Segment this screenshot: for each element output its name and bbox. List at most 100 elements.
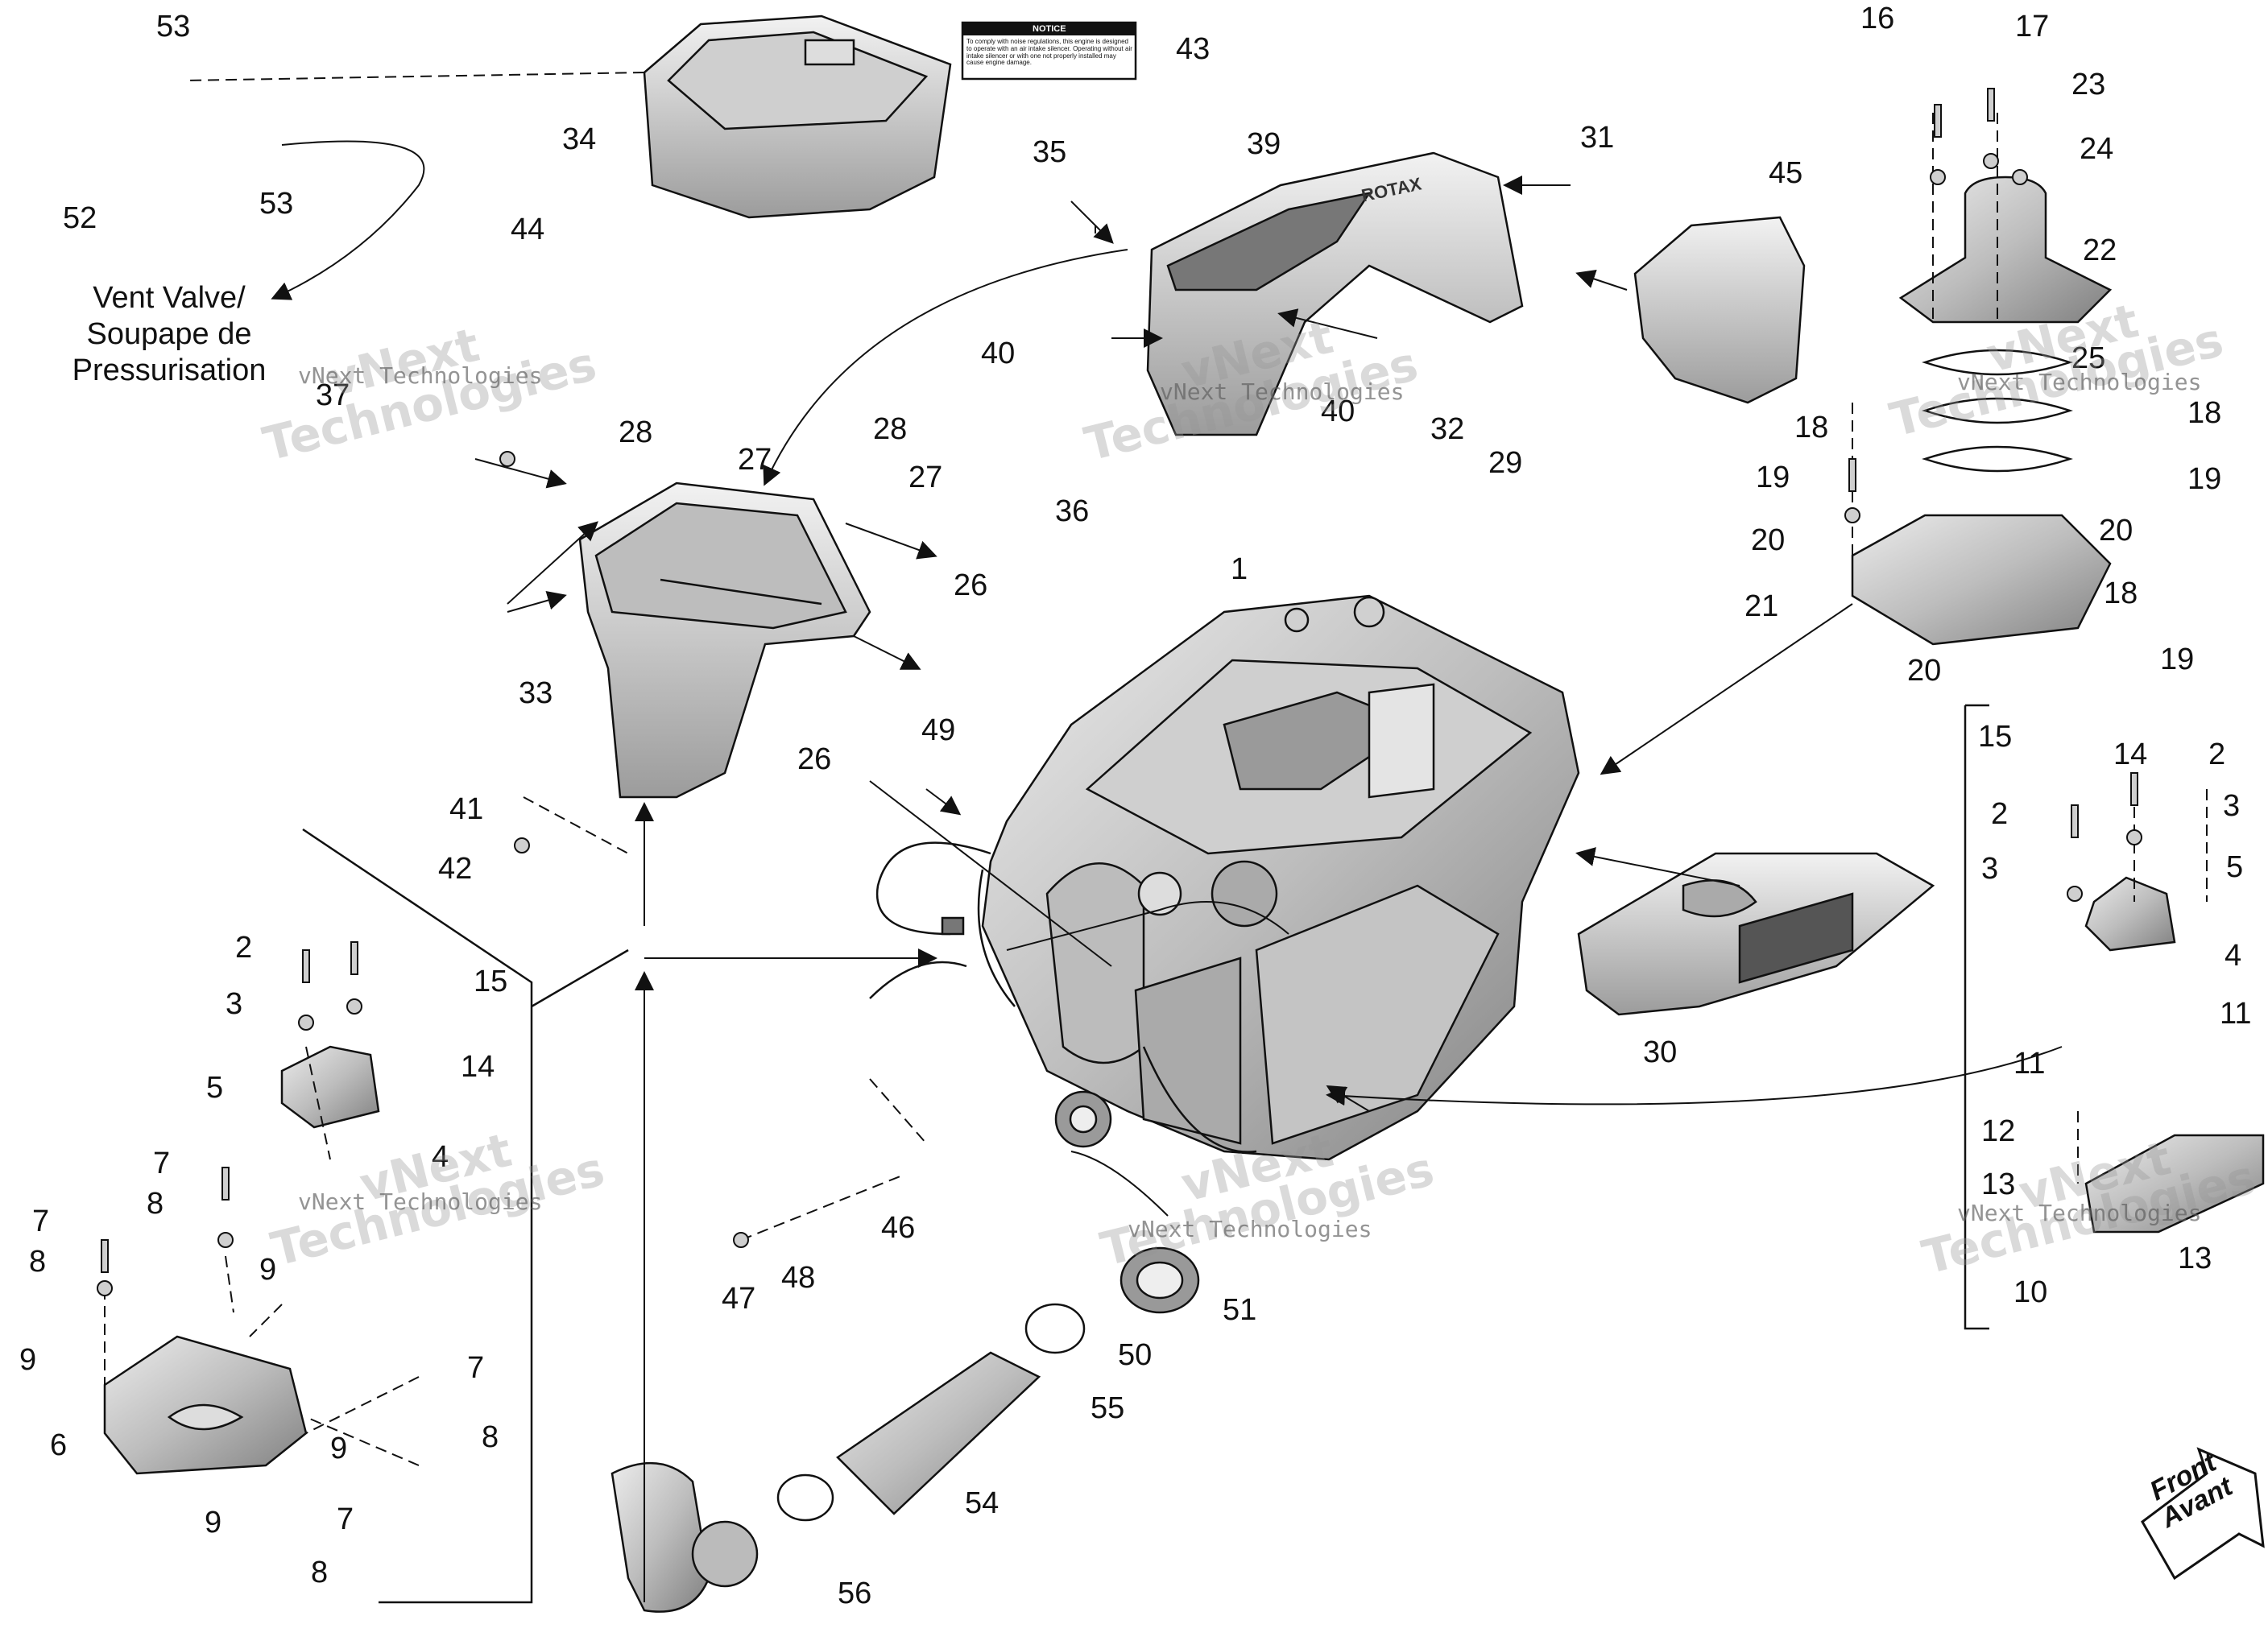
callout-20c: 20 xyxy=(1907,654,1942,688)
callout-18c: 18 xyxy=(2104,577,2138,610)
fasteners xyxy=(97,88,2142,1296)
callout-8b: 8 xyxy=(29,1245,47,1279)
callout-21: 21 xyxy=(1744,589,1779,623)
callout-24: 24 xyxy=(2080,132,2114,166)
callout-3b: 3 xyxy=(2223,789,2241,823)
callout-15b: 15 xyxy=(1978,720,2013,754)
engine-mount-rear-right xyxy=(1851,176,2113,646)
callout-7: 7 xyxy=(153,1147,171,1180)
heat-shield xyxy=(1577,852,1935,1016)
callout-20: 20 xyxy=(1751,523,1786,557)
callout-12: 12 xyxy=(1981,1114,2016,1148)
callout-47: 47 xyxy=(722,1282,756,1316)
callout-34: 34 xyxy=(562,122,597,156)
callout-2: 2 xyxy=(235,931,253,965)
vent-valve-fr1: Soupape de xyxy=(86,316,252,351)
callout-19c: 19 xyxy=(2160,643,2195,676)
callout-53b: 53 xyxy=(259,187,294,221)
leader-lines xyxy=(104,72,2208,1602)
callout-15: 15 xyxy=(474,965,508,998)
callout-5b: 5 xyxy=(2226,850,2244,884)
engine-mount-front-right xyxy=(2084,876,2265,1234)
callout-28b: 28 xyxy=(873,412,908,446)
callout-35: 35 xyxy=(1033,135,1067,169)
callout-44: 44 xyxy=(511,213,545,246)
callout-7d: 7 xyxy=(337,1502,354,1536)
callout-9c: 9 xyxy=(330,1432,348,1465)
vent-valve-label: Vent Valve/ Soupape de Pressurisation xyxy=(48,280,290,388)
callout-4b: 4 xyxy=(2225,939,2242,973)
callout-27: 27 xyxy=(738,443,772,477)
callout-40b: 40 xyxy=(1321,395,1355,428)
callout-4: 4 xyxy=(432,1140,449,1174)
callout-6: 6 xyxy=(50,1428,68,1462)
callout-23: 23 xyxy=(2071,68,2106,101)
callout-30: 30 xyxy=(1643,1035,1678,1069)
callout-8: 8 xyxy=(147,1187,164,1221)
callout-11: 11 xyxy=(2013,1047,2046,1081)
callout-5: 5 xyxy=(206,1071,224,1105)
callout-19: 19 xyxy=(1756,461,1790,494)
callout-9d: 9 xyxy=(205,1506,222,1539)
notice-title: NOTICE xyxy=(1033,24,1066,34)
callout-7c: 7 xyxy=(467,1351,485,1385)
callout-11b: 11 xyxy=(2220,997,2252,1031)
callout-3: 3 xyxy=(226,987,243,1021)
callout-18: 18 xyxy=(1794,411,1829,444)
frame-lines xyxy=(302,704,1989,1604)
intake-silencer-base xyxy=(578,481,871,799)
callout-2c: 2 xyxy=(1991,797,2009,831)
callout-37: 37 xyxy=(316,378,350,412)
callout-39: 39 xyxy=(1247,127,1281,161)
callout-51: 51 xyxy=(1223,1293,1257,1327)
callout-31: 31 xyxy=(1580,121,1615,155)
engine-mount-front-left xyxy=(103,1045,380,1475)
callout-56: 56 xyxy=(838,1577,872,1610)
callout-29: 29 xyxy=(1488,446,1523,480)
callout-49: 49 xyxy=(921,713,956,747)
callout-48: 48 xyxy=(781,1261,816,1295)
callout-8c: 8 xyxy=(482,1420,499,1454)
callout-18b: 18 xyxy=(2187,396,2222,430)
callout-42: 42 xyxy=(438,852,473,886)
callout-9: 9 xyxy=(259,1253,277,1287)
front-arrow xyxy=(2141,1447,2265,1581)
callout-13: 13 xyxy=(1981,1168,2016,1201)
callout-46: 46 xyxy=(881,1211,916,1245)
callout-17: 17 xyxy=(2015,10,2050,43)
callout-9b: 9 xyxy=(19,1343,37,1377)
vent-valve-en: Vent Valve/ xyxy=(93,281,246,315)
callout-52: 52 xyxy=(63,201,97,235)
callout-14b: 14 xyxy=(2113,738,2148,771)
callout-26: 26 xyxy=(954,568,988,602)
callout-26b: 26 xyxy=(797,742,832,776)
engine-cover xyxy=(1146,151,1524,436)
vent-valve-fr2: Pressurisation xyxy=(72,353,267,387)
callout-41: 41 xyxy=(449,792,484,826)
callout-32: 32 xyxy=(1430,412,1465,446)
callout-19b: 19 xyxy=(2187,462,2222,496)
callout-45: 45 xyxy=(1769,156,1803,190)
callout-7b: 7 xyxy=(32,1205,50,1238)
notice-label-43 xyxy=(961,21,1137,81)
callout-3c: 3 xyxy=(1981,852,1999,886)
callout-13b: 13 xyxy=(2178,1242,2212,1275)
air-ducts xyxy=(610,1246,1200,1613)
callout-2b: 2 xyxy=(2208,738,2226,771)
callout-20b: 20 xyxy=(2099,514,2133,548)
callout-55: 55 xyxy=(1091,1391,1125,1425)
callout-10: 10 xyxy=(2013,1275,2048,1309)
callout-53: 53 xyxy=(156,10,191,43)
intake-silencer-cover xyxy=(643,14,952,219)
callout-22: 22 xyxy=(2083,234,2117,267)
callout-50: 50 xyxy=(1118,1338,1153,1372)
callout-36: 36 xyxy=(1055,494,1090,528)
callout-14: 14 xyxy=(461,1050,495,1084)
callout-54: 54 xyxy=(965,1486,999,1520)
callout-40: 40 xyxy=(981,337,1016,370)
callout-25: 25 xyxy=(2071,341,2106,375)
callout-16: 16 xyxy=(1860,2,1895,35)
callout-33: 33 xyxy=(519,676,553,710)
callout-1: 1 xyxy=(1231,552,1248,586)
